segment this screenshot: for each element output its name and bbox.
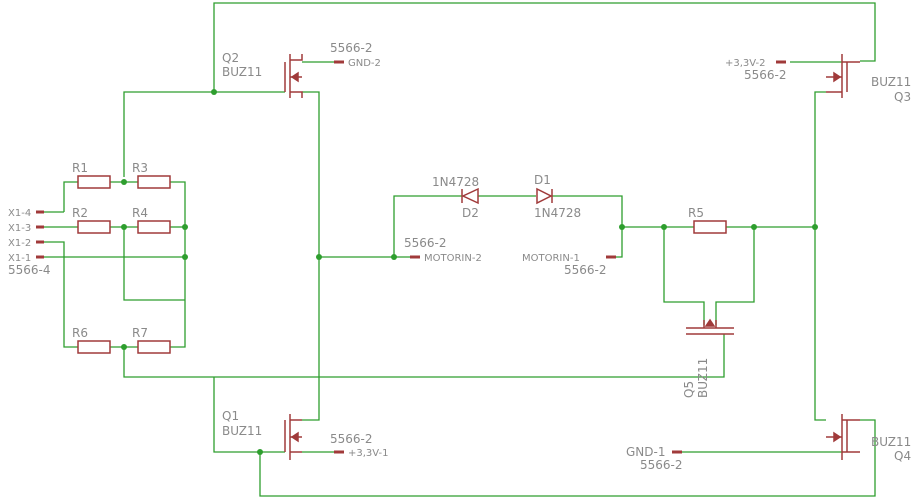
- x1-pin-1-label: X1-1: [8, 253, 31, 264]
- diode-d2-symbol: [461, 187, 479, 205]
- part-symbols: [36, 54, 860, 460]
- resistor-r1-body: [77, 175, 111, 189]
- wire-diode-left: [393, 195, 462, 257]
- resistor-r2-body: [77, 220, 111, 234]
- resistor-r4-body: [137, 220, 171, 234]
- resistor-r7-body: [137, 340, 171, 354]
- q2-value-label: BUZ11: [222, 65, 262, 79]
- d1-name-label: D1: [534, 173, 551, 187]
- r6-name-label: R6: [72, 326, 88, 340]
- x1-value-label: 5566-4: [8, 263, 51, 277]
- q2-connector-value-label: 5566-2: [330, 41, 373, 55]
- junction-dot: [812, 224, 818, 230]
- q1-value-label: BUZ11: [222, 424, 262, 438]
- resistor-r5-body: [693, 220, 727, 234]
- mosfet-q3-symbol: [826, 54, 860, 98]
- wire-right-rail: [814, 91, 826, 421]
- junction-dot: [182, 254, 188, 260]
- junction-dot: [182, 224, 188, 230]
- r5-name-label: R5: [688, 206, 704, 220]
- diode-d1-symbol: [536, 187, 553, 205]
- r4-name-label: R4: [132, 206, 148, 220]
- q2-name-label: Q2: [222, 51, 239, 65]
- motor-left-value-label: 5566-2: [404, 236, 447, 250]
- wire-r4-down: [123, 227, 185, 301]
- junction-dot: [391, 254, 397, 260]
- wire-r1-left: [63, 181, 78, 212]
- motor-left-pin-label: MOTORIN-2: [424, 253, 482, 264]
- r1-name-label: R1: [72, 161, 88, 175]
- d1-value-label: 1N4728: [534, 206, 581, 220]
- resistor-r3-body: [137, 175, 171, 189]
- q5-value-label: BUZ11: [696, 358, 710, 398]
- mosfet-q5-symbol: [686, 318, 734, 335]
- motor-right-pin-label: MOTORIN-1: [522, 253, 580, 264]
- wire-x1-2: [44, 241, 78, 348]
- q1-connector-pin-label: +3,3V-1: [348, 448, 389, 459]
- r2-name-label: R2: [72, 206, 88, 220]
- r7-name-label: R7: [132, 326, 148, 340]
- junction-dot: [211, 89, 217, 95]
- q4-name-label: Q4: [894, 449, 911, 463]
- junction-dot: [121, 224, 127, 230]
- labels: Q2 BUZ11 5566-2 GND-2 Q1 BUZ11 5566-2 +3…: [8, 41, 911, 472]
- wire-bottom-rail: [259, 419, 876, 497]
- q4-connector-value-label: 5566-2: [640, 458, 683, 472]
- junction-dot: [619, 224, 625, 230]
- wire-q5-right: [715, 227, 755, 325]
- d2-name-label: D2: [462, 206, 479, 220]
- d2-value-label: 1N4728: [432, 175, 479, 189]
- q3-connector-pin-label: +3,3V-2: [725, 58, 766, 69]
- x1-pin-3-label: X1-3: [8, 223, 31, 234]
- wire-q5-left: [663, 227, 705, 325]
- junction-dot: [751, 224, 757, 230]
- q4-connector-pin-label: GND-1: [626, 445, 665, 459]
- resistor-r6-body: [77, 340, 111, 354]
- connector-stubs: [36, 60, 786, 454]
- wire-r3-right: [170, 181, 186, 348]
- q3-name-label: Q3: [894, 90, 911, 104]
- motor-right-value-label: 5566-2: [564, 263, 607, 277]
- q5-name-label: Q5: [682, 381, 696, 398]
- junction-dot: [257, 449, 263, 455]
- q3-connector-value-label: 5566-2: [744, 68, 787, 82]
- junction-dot: [316, 254, 322, 260]
- r3-name-label: R3: [132, 161, 148, 175]
- mosfet-q4-symbol: [826, 414, 860, 460]
- junctions: [121, 89, 818, 455]
- q4-value-label: BUZ11: [871, 435, 911, 449]
- junction-dot: [121, 344, 127, 350]
- mosfet-q1-symbol: [284, 414, 302, 460]
- q1-connector-value-label: 5566-2: [330, 432, 373, 446]
- wire-q5-gate: [123, 334, 725, 378]
- junction-dot: [121, 179, 127, 185]
- wire-top-rail: [213, 2, 876, 92]
- q3-value-label: BUZ11: [871, 75, 911, 89]
- wire-q2-gate: [123, 91, 285, 177]
- x1-pin-2-label: X1-2: [8, 238, 31, 249]
- mosfet-q2-symbol: [284, 54, 303, 98]
- wires: [44, 2, 876, 497]
- x1-pin-4-label: X1-4: [8, 208, 31, 219]
- q1-name-label: Q1: [222, 409, 239, 423]
- q2-connector-pin-label: GND-2: [348, 58, 381, 69]
- junction-dot: [661, 224, 667, 230]
